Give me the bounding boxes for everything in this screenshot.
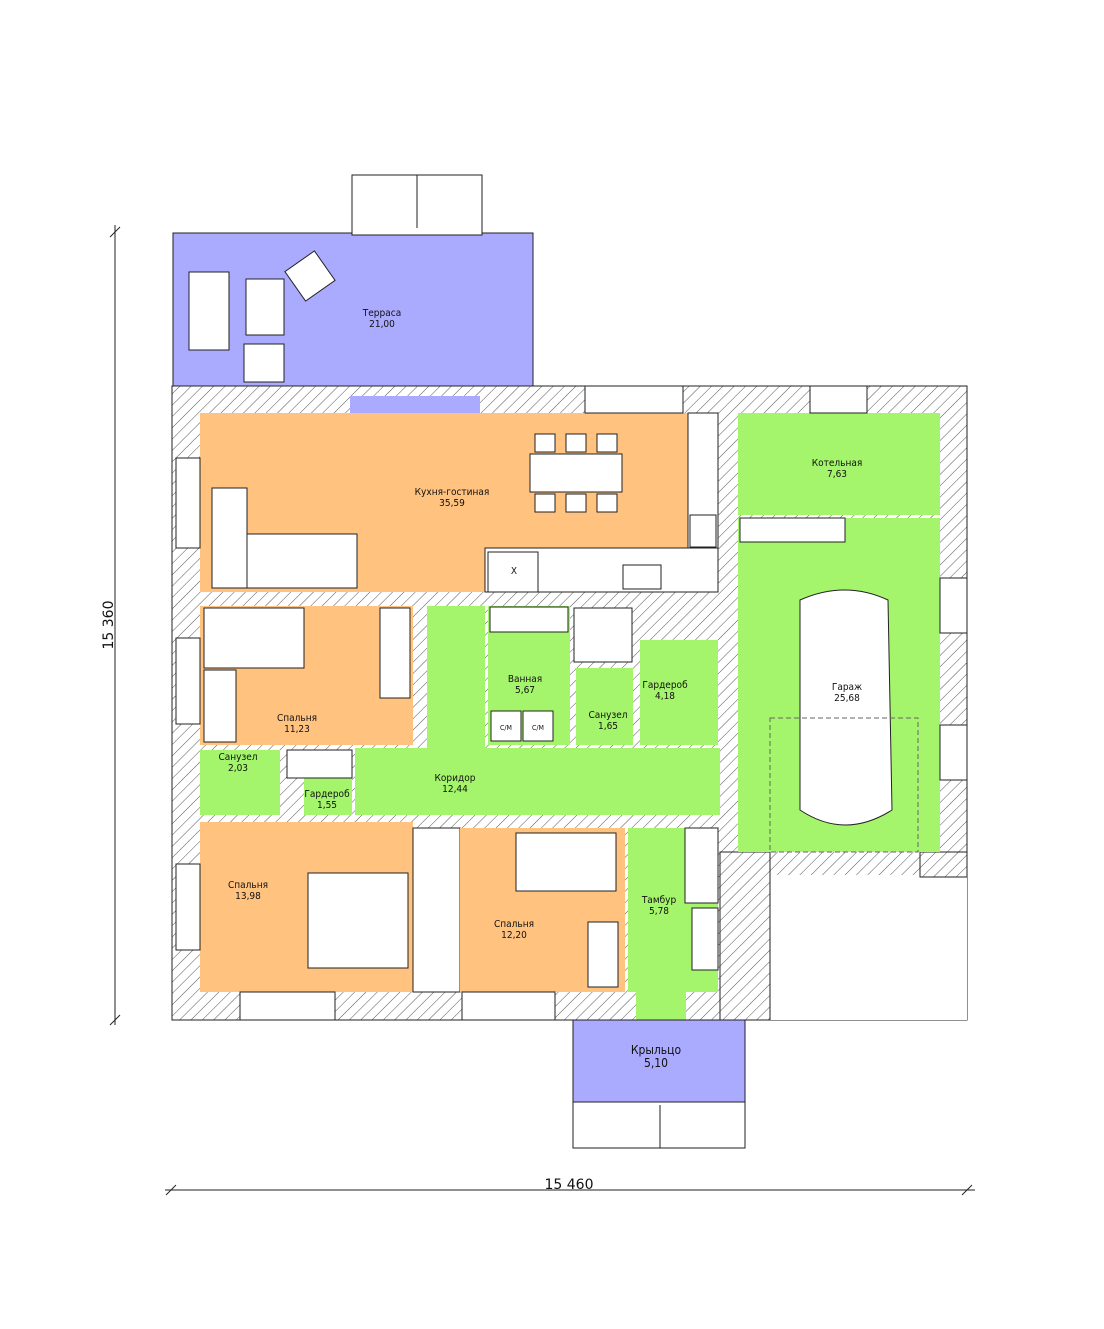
label-bedroom-3: Спальня [494, 919, 534, 930]
room-label-text: 1,65 [598, 721, 618, 732]
washer [522, 710, 554, 742]
armchair [243, 343, 285, 383]
room-wc-2 [200, 750, 280, 815]
bed [307, 872, 409, 969]
label-boiler: Котельная [812, 458, 863, 469]
room-label-text: 35,59 [439, 498, 465, 509]
label-vestibule: Тамбур [641, 894, 677, 906]
room-label-text: 21,00 [369, 319, 395, 330]
label-wc-2: Санузел [218, 752, 257, 763]
label-corridor: Коридор [435, 773, 476, 784]
room-boiler [738, 413, 940, 515]
room-label-text: 12,44 [442, 784, 468, 795]
room-label-text: 15 460 [545, 1177, 594, 1193]
sinks [489, 606, 569, 633]
wardrobe [379, 607, 411, 699]
room-label-text: 5,78 [649, 906, 669, 917]
label-kitchen: Кухня-гостиная [415, 487, 490, 498]
room-terrace [172, 232, 534, 387]
terrace-door[interactable] [350, 396, 480, 413]
porch-steps [572, 1101, 746, 1149]
room-label-text: 15 360 [101, 601, 117, 650]
room-label-text: С/М [500, 724, 512, 732]
room-label-text: 12,20 [501, 930, 527, 941]
label-porch: Крыльцо [631, 1043, 682, 1057]
desk [587, 921, 619, 988]
sofa [188, 271, 230, 351]
label-terrace: Терраса [362, 308, 401, 319]
room-label-text: 7,63 [827, 469, 847, 480]
room-wc-1 [576, 668, 633, 745]
label-garage: Гараж [832, 682, 862, 693]
room-label-text: 5,67 [515, 685, 535, 696]
label-wardrobe-1: Гардероб [642, 679, 688, 691]
windows [175, 385, 968, 1021]
wardrobe [412, 827, 461, 993]
room-porch [572, 1019, 746, 1103]
room-label-text: 4,18 [655, 691, 675, 702]
room-label-text: 1,55 [317, 800, 337, 811]
garage-side-wall [719, 851, 771, 1021]
bed [203, 607, 305, 669]
sink [622, 564, 662, 590]
cooktop [689, 514, 717, 548]
label-bath: Ванная [508, 674, 542, 685]
shower [573, 607, 633, 663]
room-label-text: 13,98 [235, 891, 261, 902]
room-wardrobe-1 [640, 640, 718, 745]
dining-table [529, 453, 623, 493]
label-bedroom-2: Спальня [228, 880, 268, 891]
room-wardrobe-2 [304, 778, 352, 815]
room-label-text: 2,03 [228, 763, 248, 774]
garage-door[interactable] [769, 717, 919, 853]
label-wc-1: Санузел [588, 710, 627, 721]
washer [490, 710, 522, 742]
garage-corner-wall [919, 851, 968, 878]
label-bedroom-1: Спальня [277, 713, 317, 724]
desk [203, 669, 237, 743]
room-label-text: 5,10 [644, 1056, 668, 1070]
room-label-text: 11,23 [284, 724, 310, 735]
dimension-width: 15 460 [165, 1177, 975, 1196]
dimension-height: 15 360 [101, 225, 121, 1026]
armchair [284, 250, 336, 302]
room-corridor [427, 606, 485, 751]
table [245, 278, 285, 336]
room-label-text: С/М [532, 724, 544, 732]
room-label-text: 25,68 [834, 693, 860, 704]
car [799, 589, 893, 826]
bed [515, 832, 617, 892]
room-label-text: Х [511, 566, 517, 577]
sofa [211, 487, 248, 589]
outer-cutout [745, 875, 967, 1020]
label-wardrobe-2: Гардероб [304, 788, 350, 800]
